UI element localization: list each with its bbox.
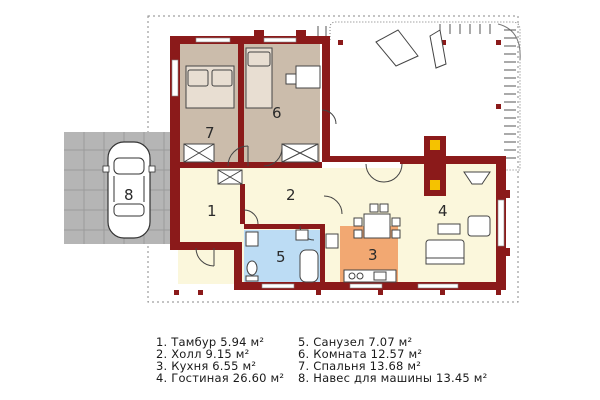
desk-icon xyxy=(285,65,321,89)
toilet-icon xyxy=(245,260,259,282)
legend-item: 4. Гостиная 26.60 м² xyxy=(156,371,285,385)
room-number-4: 4 xyxy=(438,202,448,220)
terrace-beams xyxy=(317,24,516,159)
legend-item: 7. Спальня 13.68 м² xyxy=(298,359,422,373)
room-number-8: 8 xyxy=(124,186,134,204)
dining-table-icon xyxy=(353,203,401,239)
room-number-6: 6 xyxy=(272,104,282,122)
single-bed-icon xyxy=(245,47,273,109)
sink-icon xyxy=(245,229,309,247)
room-number-2: 2 xyxy=(286,186,296,204)
legend-right-column: 5. Санузел 7.07 м² 6. Комната 12.57 м² 7… xyxy=(298,336,487,384)
wardrobe-icon xyxy=(281,143,319,163)
wardrobe-icon xyxy=(183,143,215,163)
fireplace-icon xyxy=(424,136,446,196)
washer-icon xyxy=(325,233,339,249)
legend-item: 8. Навес для машины 13.45 м² xyxy=(298,371,488,385)
room-number-1: 1 xyxy=(207,202,217,220)
car-icon xyxy=(102,141,156,239)
tv-stand-icon xyxy=(463,171,491,185)
floor-plan: 1 2 3 4 5 6 7 8 xyxy=(64,15,521,303)
legend-item: 1. Тамбур 5.94 м² xyxy=(156,335,265,349)
wall-blocks xyxy=(170,30,510,256)
terrace-edge xyxy=(497,23,521,61)
sun-lounger-icon xyxy=(375,29,447,69)
double-bed-icon xyxy=(185,65,235,109)
legend-item: 3. Кухня 6.55 м² xyxy=(156,359,257,373)
site-boundary xyxy=(147,15,519,303)
room-number-5: 5 xyxy=(276,248,286,266)
room-number-3: 3 xyxy=(368,246,378,264)
legend-left-column: 1. Тамбур 5.94 м² 2. Холл 9.15 м² 3. Кух… xyxy=(156,336,284,384)
door-icon xyxy=(195,109,403,267)
legend-item: 5. Санузел 7.07 м² xyxy=(298,335,413,349)
legend-item: 2. Холл 9.15 м² xyxy=(156,347,250,361)
room-number-7: 7 xyxy=(205,124,215,142)
legend-item: 6. Комната 12.57 м² xyxy=(298,347,423,361)
sofa-icon xyxy=(425,215,491,265)
window-icon xyxy=(171,37,505,289)
kitchen-counter-icon xyxy=(343,269,397,283)
bathtub-icon xyxy=(299,249,319,283)
room-vestibule-fill xyxy=(178,184,244,246)
